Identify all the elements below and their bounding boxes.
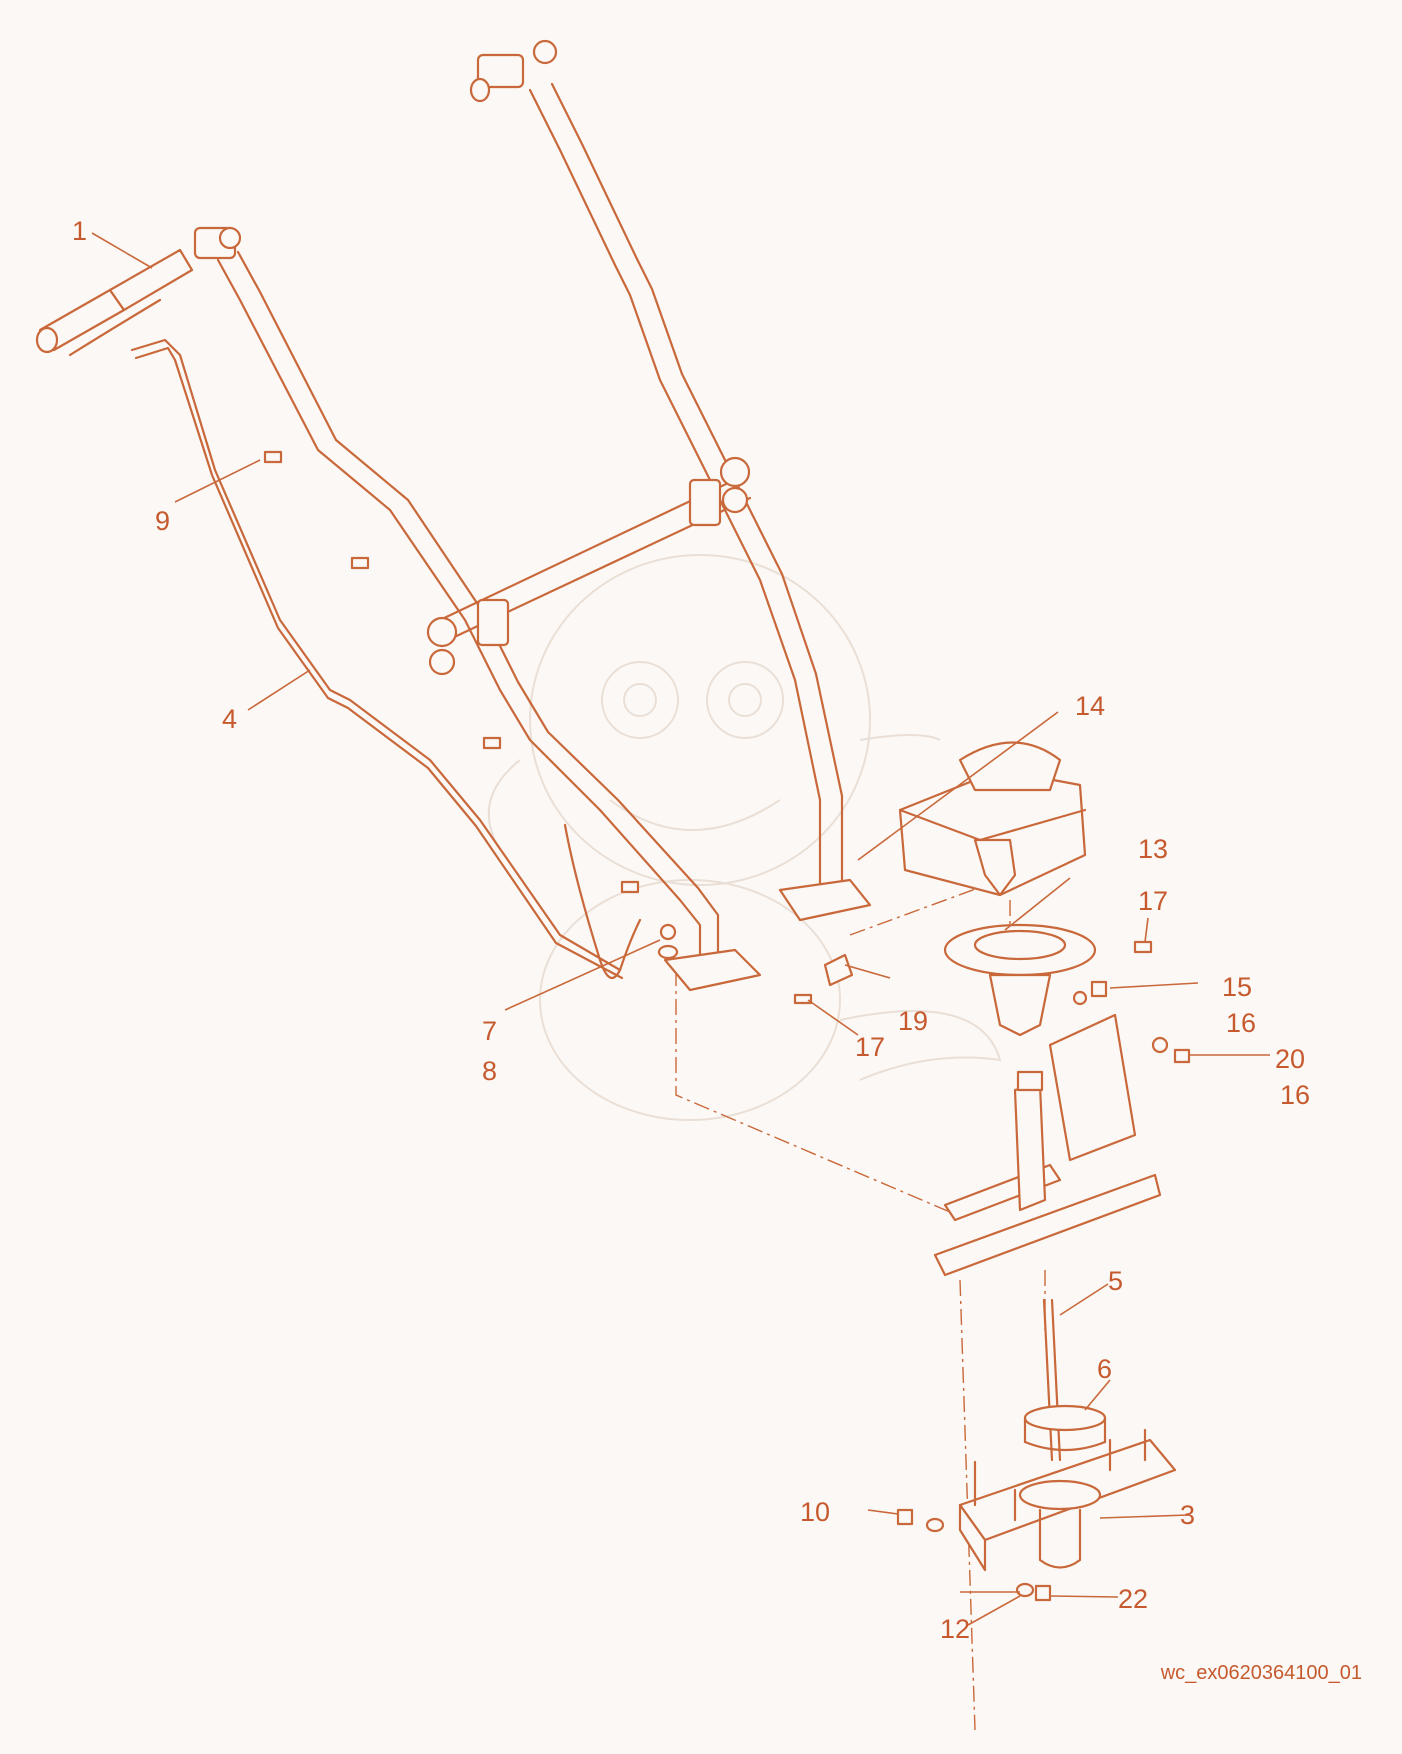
callout-5: 5 (1108, 1266, 1123, 1296)
callout-7: 7 (482, 1016, 497, 1046)
callout-10: 10 (800, 1497, 830, 1527)
callout-1: 1 (72, 216, 87, 246)
base-3 (958, 1428, 1177, 1572)
callout-4: 4 (222, 704, 237, 734)
callout-labels: 1 9 4 7 8 14 13 17 15 16 19 17 20 16 5 6… (72, 216, 1310, 1644)
callout-22: 22 (1118, 1584, 1148, 1614)
bushing-6 (1023, 1404, 1107, 1452)
callout-8: 8 (482, 1056, 497, 1086)
cross-bar (426, 456, 752, 676)
callout-6: 6 (1097, 1354, 1112, 1384)
callout-16-bottom: 16 (1280, 1080, 1310, 1110)
frame-plate (933, 1013, 1162, 1277)
callout-12: 12 (940, 1614, 970, 1644)
fasteners-10-12-22 (896, 1508, 1052, 1602)
assembly-centerlines (675, 879, 1046, 1731)
cable-clips (263, 450, 640, 894)
callout-9: 9 (155, 506, 170, 536)
engine-mount-13 (943, 923, 1097, 1037)
handle-left-tube (216, 250, 762, 992)
bracket-19-bolts-17 (793, 940, 1153, 1005)
right-grip-assembly (469, 39, 558, 103)
callout-17-bottom: 17 (855, 1032, 885, 1062)
engine-14 (898, 741, 1087, 897)
throttle-cable (130, 338, 642, 980)
handle-right-tube (528, 82, 872, 922)
callout-17-top: 17 (1138, 886, 1168, 916)
leader-lines (91, 232, 1270, 1626)
callout-16-top: 16 (1226, 1008, 1256, 1038)
callout-20: 20 (1275, 1044, 1305, 1074)
nut-washer-7-8 (657, 923, 679, 960)
callout-3: 3 (1180, 1500, 1195, 1530)
stud-5 (1042, 1298, 1062, 1462)
callout-14: 14 (1075, 691, 1105, 721)
callout-19: 19 (898, 1006, 928, 1036)
drawing-reference-code: wc_ex0620364100_01 (1160, 1662, 1362, 1684)
callout-15: 15 (1222, 972, 1252, 1002)
left-grip-assembly (35, 226, 242, 357)
fasteners-15-20 (1072, 980, 1191, 1064)
callout-13: 13 (1138, 834, 1168, 864)
